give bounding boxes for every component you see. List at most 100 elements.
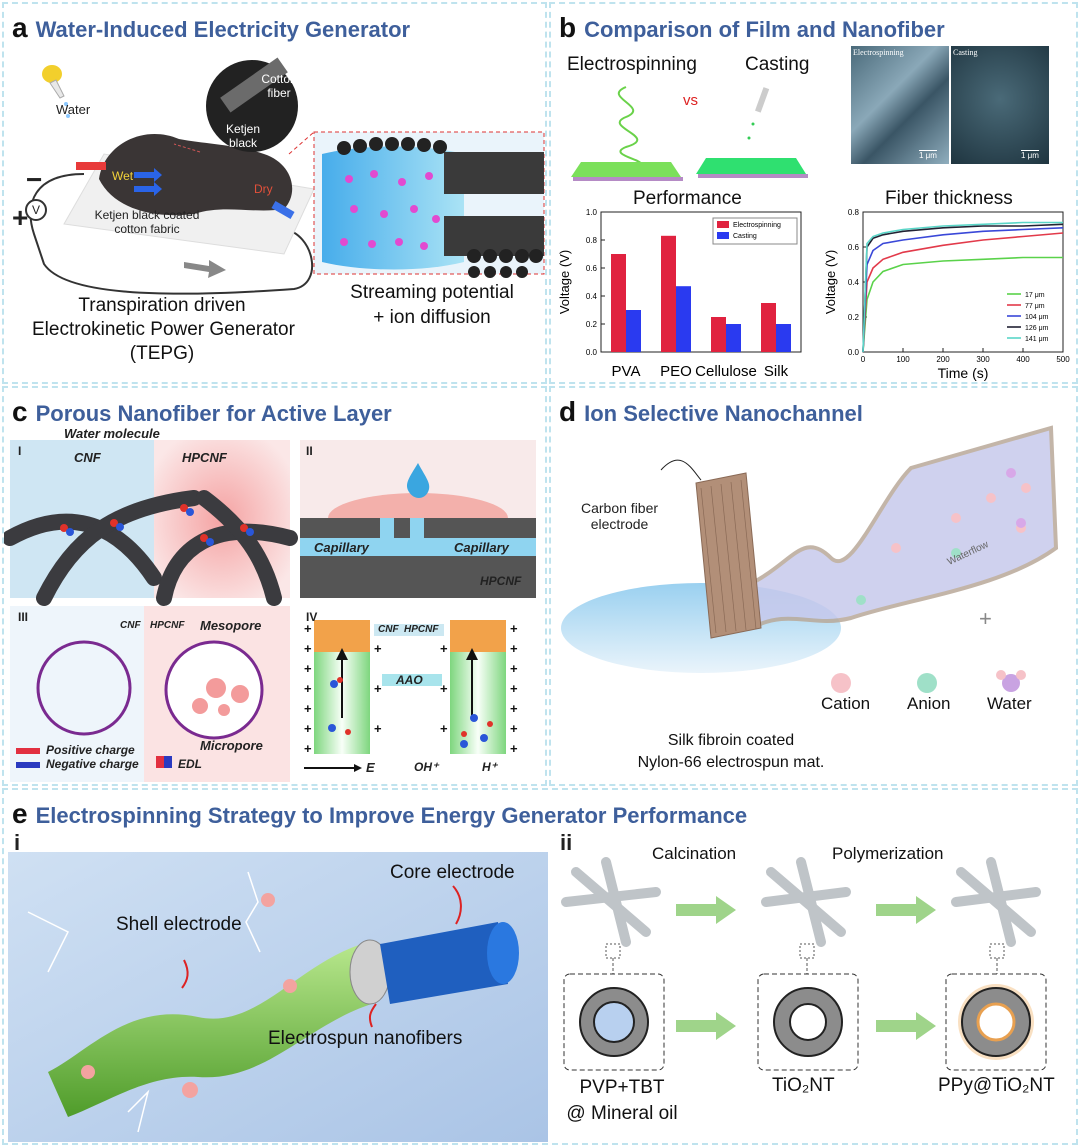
anion-label: Anion xyxy=(907,694,951,713)
sub-ii-label: ii xyxy=(560,830,573,855)
y-axis-label: Voltage (V) xyxy=(823,250,838,314)
legend-label: 77 μm xyxy=(1025,303,1045,310)
silk-fibroin-caption: Silk fibroin coated Nylon-66 electrospun… xyxy=(637,732,825,771)
y-tick-label: 0.6 xyxy=(586,264,598,273)
zoom-circle xyxy=(206,60,298,152)
x-tick-label: Cellulose xyxy=(695,363,757,380)
series-line xyxy=(862,223,1064,353)
scale-bar-right: 1 μm xyxy=(1021,150,1039,160)
plus-label: + xyxy=(12,202,29,233)
shell-electrode-label: Shell electrode xyxy=(116,914,242,935)
hpcnf-label: HPCNF xyxy=(182,450,227,465)
hpcnf-iii-label: HPCNF xyxy=(150,620,185,631)
roman-iii: III xyxy=(18,610,29,624)
tepg-caption: Transpiration driven Electrokinetic Powe… xyxy=(32,295,295,364)
sem-right-label: Casting xyxy=(953,48,978,57)
capillary-right: Capillary xyxy=(454,540,509,555)
legend-swatch xyxy=(717,221,729,228)
streaming-caption: Streaming potential + ion diffusion xyxy=(350,282,514,328)
water-label-d: Water xyxy=(987,694,1032,713)
x-tick-label: 200 xyxy=(936,355,950,364)
carbon-fiber-label: Carbon fiber electrode xyxy=(581,500,659,532)
legend-label: 17 μm xyxy=(1025,292,1045,299)
cnf-label: CNF xyxy=(74,450,101,465)
polymerization-label: Polymerization xyxy=(832,844,944,863)
svg-text:+: + xyxy=(304,681,312,696)
roman-ii: II xyxy=(306,444,313,458)
tio2-synthesis-illustration xyxy=(561,857,1047,1071)
water-molecule-label: Water molecule xyxy=(64,426,160,441)
sem-image-casting xyxy=(951,46,1049,164)
y-axis-label: Voltage (V) xyxy=(557,250,572,314)
hpcnf-ii-label: HPCNF xyxy=(480,574,522,588)
h-label: H⁺ xyxy=(482,760,497,774)
water-drop-icon xyxy=(407,463,430,498)
aao-label: AAO xyxy=(396,673,423,687)
positive-charge-label: Positive charge xyxy=(46,743,135,757)
electrospinning-vs-casting-illustration xyxy=(571,86,808,181)
electrospinning-label: Electrospinning xyxy=(567,54,697,75)
dry-label: Dry xyxy=(254,182,273,196)
x-tick-label: 400 xyxy=(1016,355,1030,364)
micropore-label: Micropore xyxy=(200,738,263,753)
svg-text:+: + xyxy=(510,741,518,756)
tepg-illustration xyxy=(25,57,545,295)
negative-charge-label: Negative charge xyxy=(46,757,139,771)
svg-text:+: + xyxy=(304,741,312,756)
svg-text:+: + xyxy=(510,661,518,676)
svg-text:+: + xyxy=(374,721,382,736)
svg-text:+: + xyxy=(510,701,518,716)
core-electrode xyxy=(380,922,508,1004)
bar xyxy=(726,324,741,352)
core-electrode-label: Core electrode xyxy=(390,862,515,883)
ppy-label: PPy@TiO₂NT xyxy=(938,1075,1055,1096)
mesopore-label: Mesopore xyxy=(200,618,262,633)
svg-text:+: + xyxy=(440,641,448,656)
y-tick-label: 0.2 xyxy=(586,320,598,329)
svg-text:+: + xyxy=(510,681,518,696)
svg-text:+: + xyxy=(374,641,382,656)
x-tick-label: 300 xyxy=(976,355,990,364)
x-tick-label: 0 xyxy=(861,355,866,364)
svg-text:+: + xyxy=(304,721,312,736)
cation-icon xyxy=(831,673,851,693)
legend-label: Electrospinning xyxy=(733,222,781,229)
nanochannel xyxy=(738,425,1059,631)
series-line xyxy=(862,221,1063,353)
legend-swatch xyxy=(717,232,729,239)
cnf-iii-label: CNF xyxy=(120,620,141,631)
y-tick-label: 0.0 xyxy=(848,348,860,357)
y-tick-label: 0.6 xyxy=(848,243,860,252)
bar xyxy=(776,324,791,352)
dropper-icon xyxy=(42,65,70,118)
ketjen-black-label: Ketjen black xyxy=(225,122,261,150)
y-tick-label: 1.0 xyxy=(586,208,598,217)
roman-iv: IV xyxy=(306,610,318,624)
series-line xyxy=(862,227,1064,353)
svg-text:+: + xyxy=(374,681,382,696)
roman-i: I xyxy=(18,444,22,458)
water-molecule-icon xyxy=(996,670,1026,692)
electrospun-nanofibers-label: Electrospun nanofibers xyxy=(268,1028,463,1049)
pvp-label: PVP+TBT @ Mineral oil xyxy=(566,1077,678,1124)
performance-label: Performance xyxy=(633,188,742,209)
bar xyxy=(711,317,726,352)
x-tick-label: Silk xyxy=(764,363,789,380)
wet-label: Wet xyxy=(112,169,134,183)
legend-label: Casting xyxy=(733,233,757,240)
legend-label: 141 μm xyxy=(1025,336,1049,343)
capillary-left: Capillary xyxy=(314,540,369,555)
svg-text:+: + xyxy=(304,701,312,716)
voltmeter-label: V xyxy=(32,203,41,217)
hpcnf-iv-label: HPCNF xyxy=(404,624,439,635)
x-tick-label: PEO xyxy=(660,363,692,380)
svg-text:+: + xyxy=(304,661,312,676)
